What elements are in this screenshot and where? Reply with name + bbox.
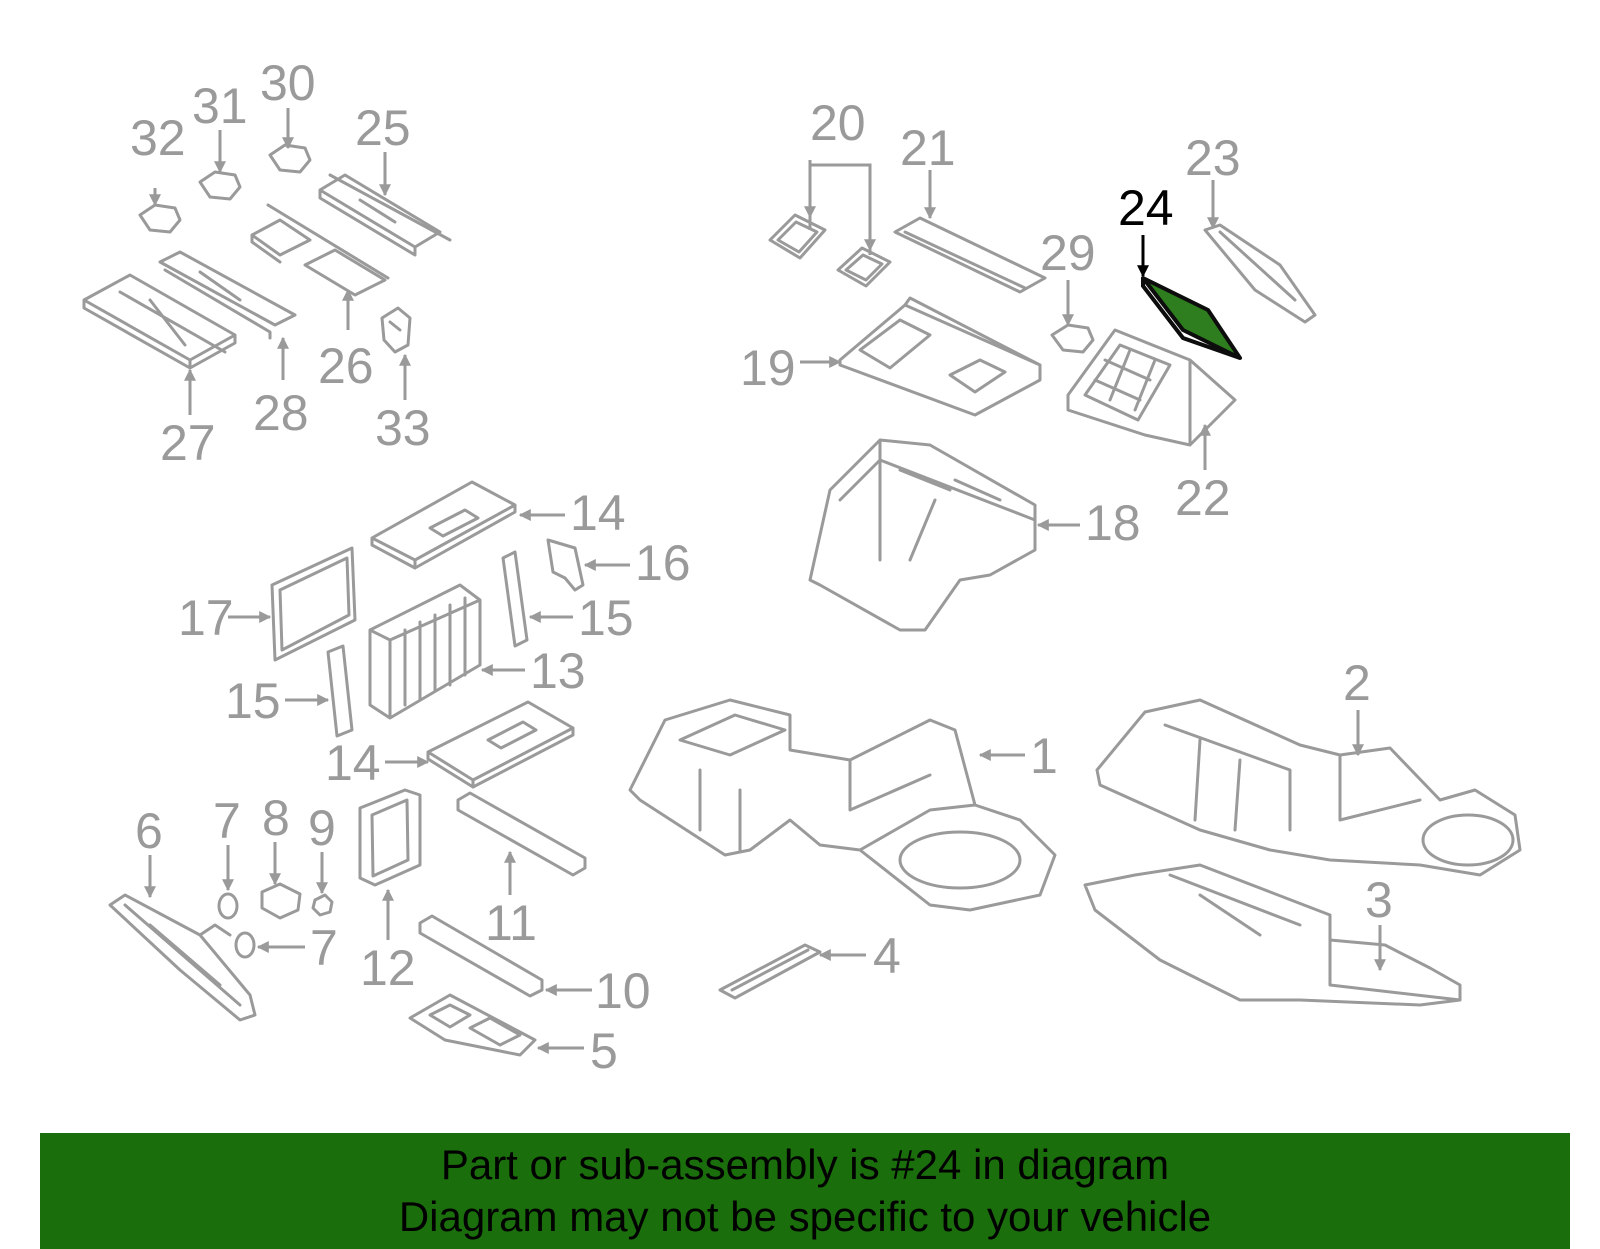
part-17-shape xyxy=(270,546,357,662)
part-14-bottom-shape xyxy=(426,700,575,789)
arrow-20-bracket xyxy=(808,160,872,255)
callout-19: 19 xyxy=(740,340,796,396)
part-6-shape xyxy=(108,893,257,1022)
part-18-shape xyxy=(808,438,1037,632)
callout-29: 29 xyxy=(1040,225,1096,281)
callout-arrows xyxy=(144,108,1386,1054)
callout-20: 20 xyxy=(810,95,866,151)
part-group-lower-left xyxy=(108,788,822,1057)
banner-line-disclaimer: Diagram may not be specific to your vehi… xyxy=(398,1193,1212,1240)
callout-8: 8 xyxy=(262,790,290,846)
part-29-shape xyxy=(1050,323,1095,354)
callout-16: 16 xyxy=(635,535,691,591)
part-22-shape xyxy=(1066,328,1237,447)
parts-diagram: 32 31 30 25 26 33 27 28 20 21 23 24 29 1… xyxy=(82,55,1522,1079)
part-21-shape xyxy=(893,216,1047,294)
part-2-ring xyxy=(1421,813,1515,867)
part-24-edge xyxy=(1141,278,1241,360)
callout-labels: 32 31 30 25 26 33 27 28 20 21 23 24 29 1… xyxy=(130,55,1393,1079)
info-banner: Part or sub-assembly is #24 in diagram D… xyxy=(40,1133,1570,1249)
part-33-shape xyxy=(380,306,412,354)
callout-14-top: 14 xyxy=(570,485,626,541)
callout-4: 4 xyxy=(873,928,901,984)
callout-13: 13 xyxy=(530,643,586,699)
part-10-shape xyxy=(418,914,544,998)
banner-line-part: Part or sub-assembly is #24 in diagram xyxy=(440,1141,1170,1188)
part-32-shape xyxy=(138,203,182,234)
part-20a-shape xyxy=(768,213,827,260)
part-12-shape xyxy=(358,788,422,887)
part-1-shape xyxy=(628,698,1057,912)
part-group-lower-right xyxy=(628,698,1522,1007)
part-28-shape xyxy=(158,250,297,340)
callout-26: 26 xyxy=(318,338,374,394)
callout-9: 9 xyxy=(308,800,336,856)
part-20b-shape xyxy=(836,246,892,288)
part-9-shape xyxy=(311,893,334,917)
callout-24-highlighted: 24 xyxy=(1118,180,1174,236)
part-7a-shape xyxy=(217,892,239,920)
callout-1: 1 xyxy=(1030,728,1058,784)
part-26-shape xyxy=(250,203,390,297)
part-15-top-shape xyxy=(501,550,529,648)
part-16-shape xyxy=(546,538,585,592)
part-13-shape xyxy=(368,583,482,720)
part-19-shape xyxy=(838,296,1042,417)
callout-7-right: 7 xyxy=(310,920,338,976)
callout-33: 33 xyxy=(375,400,431,456)
callout-18: 18 xyxy=(1085,495,1141,551)
callout-7-top: 7 xyxy=(213,793,241,849)
part-30-shape xyxy=(268,143,312,174)
part-group-upper-left xyxy=(82,143,452,370)
part-31-shape xyxy=(198,170,242,201)
part-15-bottom-shape xyxy=(326,644,354,738)
part-23-shape xyxy=(1203,223,1317,324)
part-group-upper-right xyxy=(768,213,1317,632)
part-group-middle-left xyxy=(270,480,585,789)
callout-5: 5 xyxy=(590,1023,618,1079)
part-8-shape xyxy=(260,882,302,920)
part-25-shape xyxy=(318,173,452,257)
callout-11: 11 xyxy=(485,895,537,951)
callout-10: 10 xyxy=(595,963,651,1019)
part-14-top-shape xyxy=(370,480,517,570)
callout-32: 32 xyxy=(130,110,186,166)
part-11-shape xyxy=(456,791,587,877)
callout-30: 30 xyxy=(260,55,316,111)
callout-6: 6 xyxy=(135,803,163,859)
callout-28: 28 xyxy=(253,385,309,441)
callout-31: 31 xyxy=(192,78,248,134)
part-1-blower-ring xyxy=(898,830,1022,890)
callout-15-left: 15 xyxy=(225,673,281,729)
callout-21: 21 xyxy=(900,120,956,176)
part-4-shape xyxy=(718,943,822,1000)
callout-17: 17 xyxy=(178,590,234,646)
callout-23: 23 xyxy=(1185,130,1241,186)
part-3-shape xyxy=(1083,863,1462,1007)
callout-15-right: 15 xyxy=(578,590,634,646)
part-27-shape xyxy=(82,273,237,370)
callout-22: 22 xyxy=(1175,470,1231,526)
part-2-shape xyxy=(1095,698,1522,877)
callout-14-bottom: 14 xyxy=(325,735,381,791)
callout-3: 3 xyxy=(1365,872,1393,928)
callout-12: 12 xyxy=(360,940,416,996)
part-7b-shape xyxy=(234,931,256,959)
callout-27: 27 xyxy=(160,415,216,471)
callout-2: 2 xyxy=(1343,655,1371,711)
callout-25: 25 xyxy=(355,100,411,156)
part-5-shape xyxy=(408,993,537,1057)
